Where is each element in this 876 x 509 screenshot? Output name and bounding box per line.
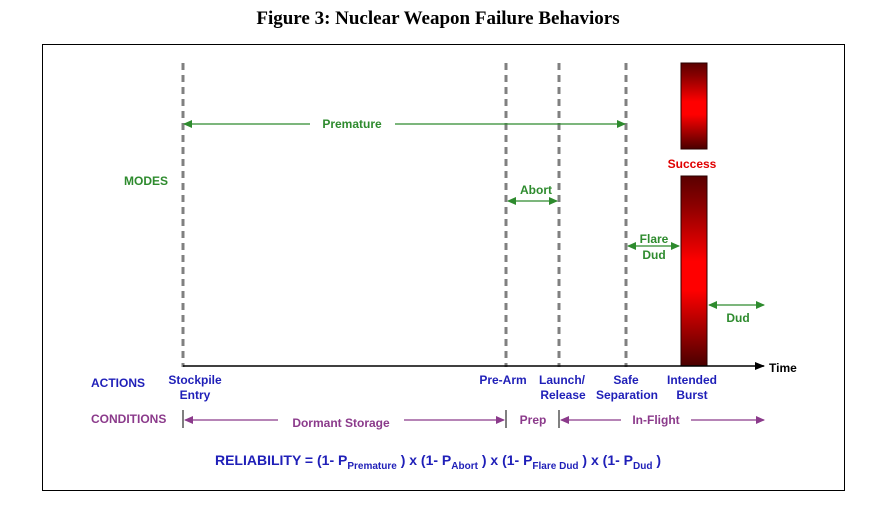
flare-dud-label-line2: Dud <box>642 248 665 262</box>
formula-mid-3: ) x (1- P <box>578 452 634 468</box>
formula-sub-premature: Premature <box>347 461 397 472</box>
action-pre-arm: Pre-Arm <box>479 373 526 387</box>
action-safe-line1: Safe <box>613 373 639 387</box>
actions-row-label: ACTIONS <box>91 376 145 390</box>
conditions-row-label: CONDITIONS <box>91 412 166 426</box>
condition-prep: Prep <box>520 413 547 427</box>
diagram-frame <box>42 44 845 491</box>
formula-sub-flare-dud: Flare Dud <box>532 461 579 472</box>
action-stockpile-line2: Entry <box>180 388 211 402</box>
formula-mid-1: ) x (1- P <box>396 452 452 468</box>
abort-label: Abort <box>520 183 552 197</box>
success-label: Success <box>668 157 717 171</box>
action-intended-line2: Burst <box>676 388 707 402</box>
condition-in-flight: In-Flight <box>632 413 679 427</box>
action-intended-line1: Intended <box>667 373 717 387</box>
action-stockpile-line1: Stockpile <box>168 373 222 387</box>
premature-label: Premature <box>322 117 382 131</box>
action-safe-line2: Separation <box>596 388 658 402</box>
formula-sub-dud: Dud <box>633 461 653 472</box>
formula-sub-abort: Abort <box>451 461 478 472</box>
modes-row-label: MODES <box>124 174 168 188</box>
flare-dud-label-line1: Flare <box>640 232 669 246</box>
formula-lead: RELIABILITY = (1- P <box>214 452 348 468</box>
reliability-formula: RELIABILITY = (1- PPremature ) x (1- PAb… <box>0 452 876 472</box>
dud-label: Dud <box>726 311 749 325</box>
condition-dormant-storage: Dormant Storage <box>292 416 390 430</box>
action-launch-line1: Launch/ <box>539 373 586 387</box>
intended-burst-bar-top <box>680 62 708 150</box>
intended-burst-bar-bottom <box>680 175 708 367</box>
figure-title: Figure 3: Nuclear Weapon Failure Behavio… <box>256 8 620 29</box>
formula-tail: ) <box>652 452 662 468</box>
action-launch-line2: Release <box>540 388 586 402</box>
formula-mid-2: ) x (1- P <box>477 452 533 468</box>
time-axis-label: Time <box>769 361 797 375</box>
